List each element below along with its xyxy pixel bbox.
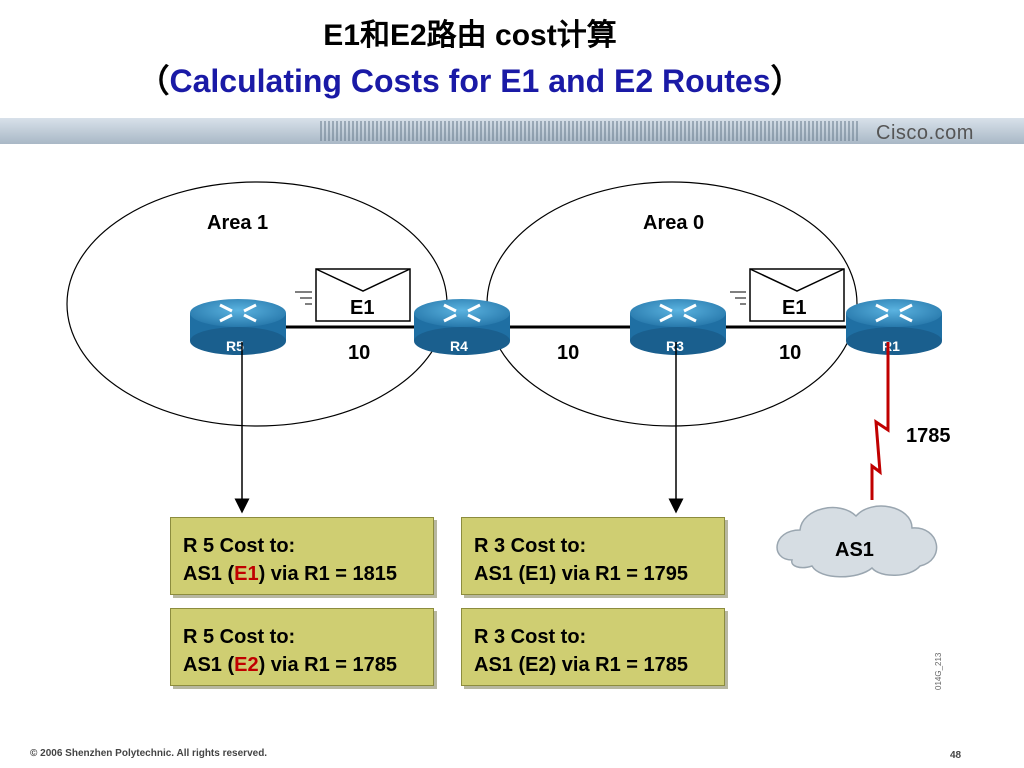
link-cost-r3-r1: 10 <box>779 342 801 364</box>
cost-box-value: AS1 (E2) via R1 = 1785 <box>474 651 724 679</box>
area-1-label: Area 1 <box>207 212 268 234</box>
area-0-label: Area 0 <box>643 212 704 234</box>
serial-link-icon <box>870 342 890 500</box>
cost-text-suffix: ) via R1 = 1785 <box>258 654 398 676</box>
link-cost-r4-r3: 10 <box>557 342 579 364</box>
router-arrows-icon <box>659 303 697 323</box>
lsa-envelope-2: E1 <box>730 268 845 322</box>
external-cost-label: 1785 <box>906 425 951 447</box>
cost-box-r3-e2: R 3 Cost to: AS1 (E2) via R1 = 1785 <box>461 608 725 686</box>
cost-box-heading: R 3 Cost to: <box>474 535 587 557</box>
cost-text-prefix: AS1 ( <box>183 654 235 676</box>
lsa-envelope-1: E1 <box>295 268 411 322</box>
cost-box-heading: R 5 Cost to: <box>183 535 296 557</box>
subtitle-close-paren: ） <box>770 63 803 99</box>
footer-copyright: © 2006 Shenzhen Polytechnic. All rights … <box>30 748 268 759</box>
cost-text-suffix: ) via R1 = 1785 <box>549 654 689 676</box>
cost-box-r5-e2: R 5 Cost to: AS1 (E2) via R1 = 1785 <box>170 608 434 686</box>
cost-box-value: AS1 (E2) via R1 = 1785 <box>183 651 433 679</box>
as1-cloud-icon: AS1 <box>776 505 938 578</box>
router-r3-label: R3 <box>666 338 684 354</box>
page-number: 48 <box>950 750 962 761</box>
router-arrows-icon <box>443 303 481 323</box>
figure-code: 014G_213 <box>934 652 943 690</box>
subtitle-text: Calculating Costs for E1 and E2 Routes <box>169 63 771 99</box>
route-type-e1: E1 <box>525 563 550 585</box>
as1-label: AS1 <box>835 539 874 561</box>
router-r1[interactable]: R1 <box>846 299 942 355</box>
router-r5-label: R5 <box>226 338 244 354</box>
cost-text-prefix: AS1 ( <box>474 563 526 585</box>
cisco-banner <box>0 118 1024 144</box>
route-type-e2: E2 <box>525 654 550 676</box>
cost-box-heading: R 3 Cost to: <box>474 626 587 648</box>
route-type-e2: E2 <box>234 654 259 676</box>
cost-text-prefix: AS1 ( <box>474 654 526 676</box>
cost-box-value: AS1 (E1) via R1 = 1795 <box>474 560 724 588</box>
router-r1-label: R1 <box>882 338 900 354</box>
cisco-logo-text: Cisco.com <box>876 122 974 144</box>
cost-box-value: AS1 (E1) via R1 = 1815 <box>183 560 433 588</box>
router-r4[interactable]: R4 <box>414 299 510 355</box>
lsa-label-2: E1 <box>782 297 806 319</box>
router-arrows-icon <box>875 303 913 323</box>
slide-subtitle: （Calculating Costs for E1 and E2 Routes） <box>0 56 940 102</box>
cost-box-heading: R 5 Cost to: <box>183 626 296 648</box>
cost-box-r5-e1: R 5 Cost to: AS1 (E1) via R1 = 1815 <box>170 517 434 595</box>
router-arrows-icon <box>219 303 257 323</box>
link-cost-r5-r4: 10 <box>348 342 370 364</box>
router-r3[interactable]: R3 <box>630 299 726 355</box>
slide-title: E1和E2路由 cost计算 <box>323 19 617 52</box>
router-r4-label: R4 <box>450 338 468 354</box>
lsa-label-1: E1 <box>350 297 374 319</box>
cost-text-prefix: AS1 ( <box>183 563 235 585</box>
router-r5[interactable]: R5 <box>190 299 286 355</box>
cost-text-suffix: ) via R1 = 1795 <box>549 563 689 585</box>
route-type-e1: E1 <box>234 563 259 585</box>
cost-box-r3-e1: R 3 Cost to: AS1 (E1) via R1 = 1795 <box>461 517 725 595</box>
cost-text-suffix: ) via R1 = 1815 <box>258 563 398 585</box>
subtitle-open-paren: （ <box>137 63 170 99</box>
